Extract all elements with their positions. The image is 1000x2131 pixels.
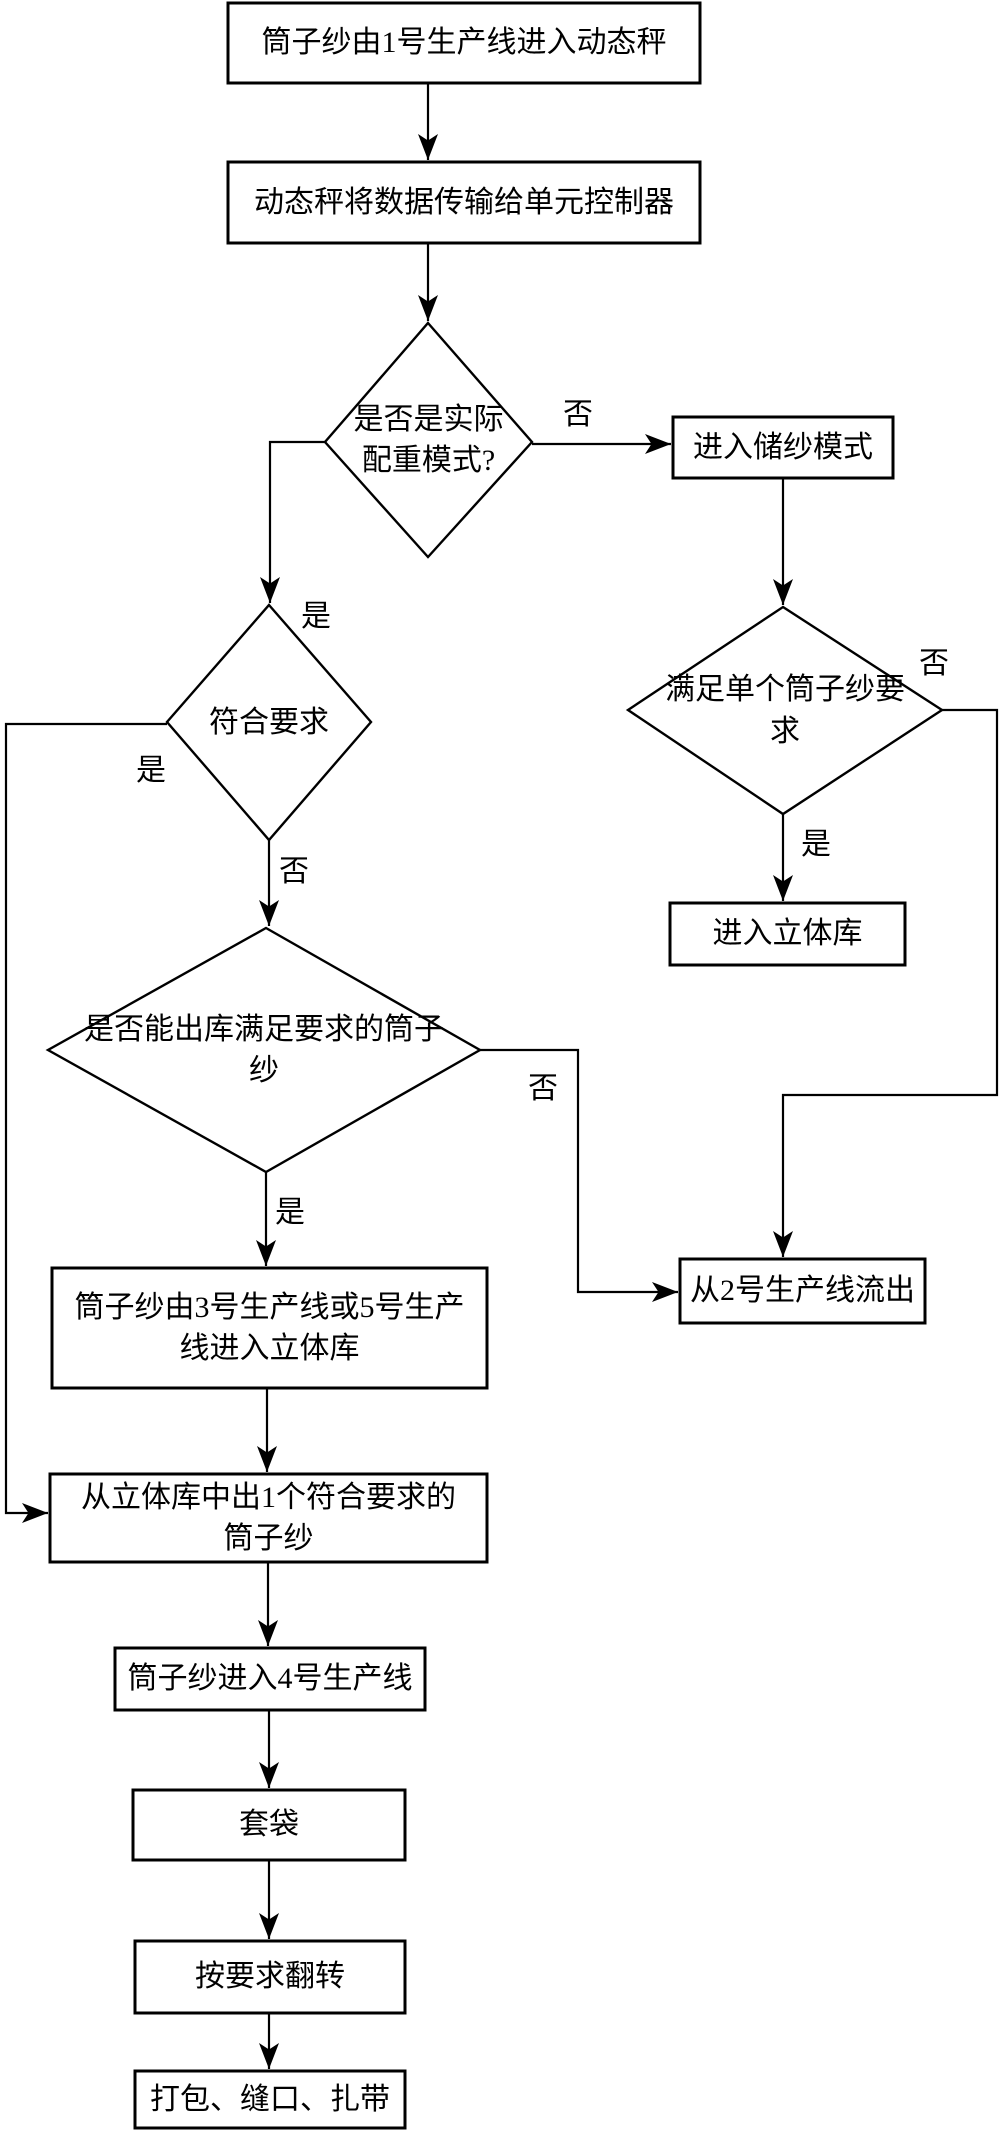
node-d-can-outbound-shape	[45, 926, 483, 1174]
node-store-mode-label: 进入储纱模式	[693, 430, 873, 464]
node-line2-out-label: 从2号生产线流出	[690, 1274, 915, 1308]
node-d-can-outbound-label: 是否能出库满足要求的筒子 纱	[84, 1012, 444, 1087]
edge-dsinglecone-line2out-no	[773, 708, 999, 1257]
edge-label-d3-no: 否	[528, 1072, 558, 1105]
node-line4-in-shape	[113, 1646, 427, 1712]
node-enter-warehouse-shape	[668, 901, 907, 967]
node-store-mode-shape	[671, 415, 895, 480]
node-outbound-one-label: 从立体库中出1个符合要求的 筒子纱	[81, 1480, 456, 1555]
node-d-single-cone-shape	[625, 605, 945, 816]
node-start-label: 筒子纱由1号生产线进入动态秤	[261, 26, 667, 60]
node-transmit-shape	[226, 160, 702, 245]
node-pack-label: 打包、缝口、扎带	[150, 2082, 390, 2116]
node-line2-out-shape	[678, 1257, 927, 1325]
edge-label-dr-yes: 是	[801, 828, 831, 861]
edge-label-d2-yes: 是	[136, 754, 166, 787]
edge-label-d1-no: 否	[563, 398, 593, 431]
edge-dcanoutbound-line2out-no	[480, 1048, 678, 1302]
node-enter-warehouse-label: 进入立体库	[712, 917, 863, 951]
edge-label-d3-yes: 是	[275, 1196, 305, 1229]
edge-dactual-dmeetreq-yes	[260, 440, 325, 603]
node-pack-shape	[133, 2069, 407, 2130]
node-line35-in-label: 筒子纱由3号生产线或5号生产 线进入立体库	[74, 1290, 465, 1365]
node-transmit-label: 动态秤将数据传输给单元控制器	[254, 185, 674, 219]
node-d-actual-mode-shape	[323, 321, 534, 559]
edge-dmeetreq-outboundone-yes	[4, 722, 167, 1523]
node-outbound-one-shape	[48, 1472, 489, 1564]
node-bagging-shape	[131, 1788, 407, 1862]
node-line35-in-shape	[50, 1266, 489, 1390]
edge-label-dr-no: 否	[919, 647, 949, 680]
node-d-actual-mode-label: 是否是实际 配重模式?	[353, 402, 504, 477]
node-d-single-cone-label: 满足单个筒子纱要 求	[665, 673, 905, 748]
node-line4-in-label: 筒子纱进入4号生产线	[127, 1662, 413, 1696]
node-d-meet-req-label: 符合要求	[209, 705, 329, 739]
edge-label-d2-no: 否	[279, 855, 309, 888]
node-bagging-label: 套袋	[239, 1808, 299, 1842]
edge-label-d1-yes: 是	[301, 600, 331, 633]
node-flip-label: 按要求翻转	[195, 1960, 345, 1994]
node-flip-shape	[133, 1939, 407, 2015]
node-start-shape	[226, 1, 702, 85]
node-d-meet-req-shape	[165, 603, 373, 842]
